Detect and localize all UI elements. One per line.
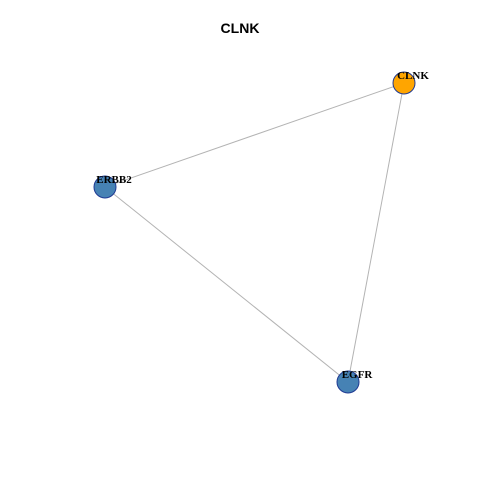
edge-layer bbox=[104, 82, 405, 383]
node-erbb2 bbox=[93, 175, 117, 199]
node-label-clnk: CLNK bbox=[397, 70, 429, 82]
node-clnk bbox=[392, 71, 416, 95]
edge-clnk-erbb2 bbox=[104, 82, 405, 188]
graph-title: CLNK bbox=[220, 20, 260, 36]
node-label-egfr: EGFR bbox=[342, 369, 374, 381]
node-egfr bbox=[336, 370, 360, 394]
edge-erbb2-egfr bbox=[104, 186, 349, 383]
node-label-erbb2: ERBB2 bbox=[96, 174, 132, 186]
edge-clnk-egfr bbox=[347, 82, 405, 383]
